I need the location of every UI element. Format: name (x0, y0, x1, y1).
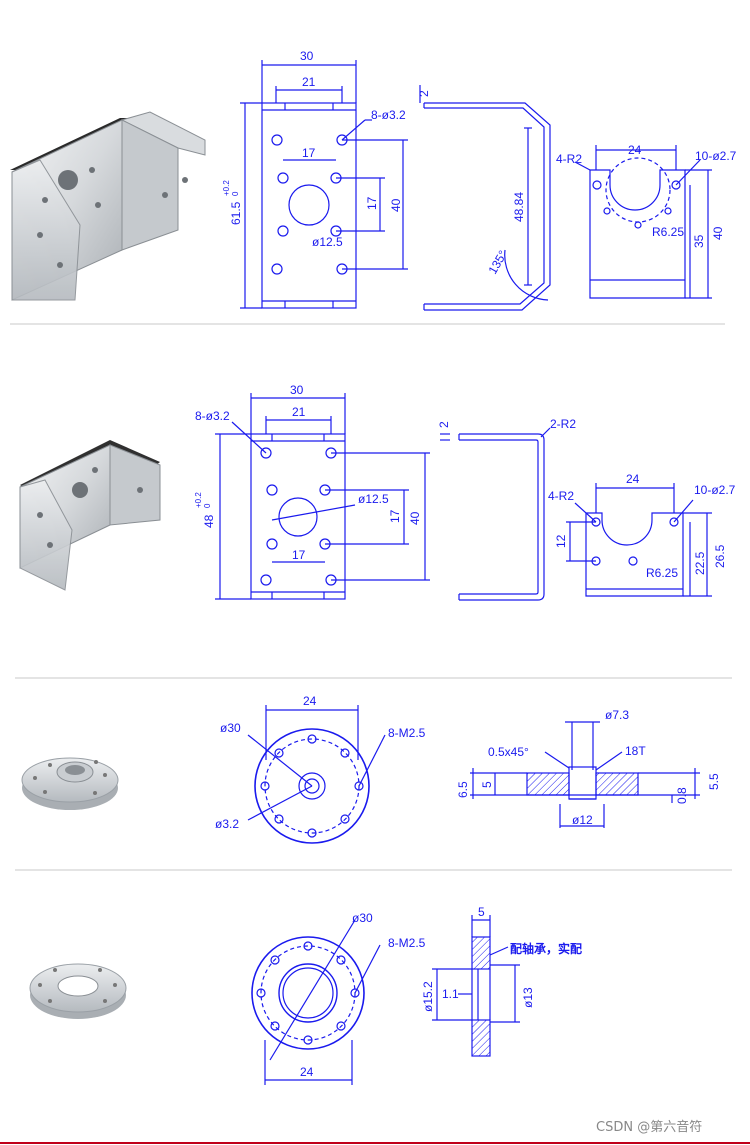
hub-photo-2 (29, 963, 127, 1019)
dim-40-r: 40 (711, 226, 725, 240)
dim-40-2: 40 (408, 511, 422, 525)
watermark: CSDN @第六音符 (596, 1119, 702, 1135)
dim-17-v: 17 (365, 196, 379, 210)
label-m2-5-3: 8-M2.5 (388, 726, 426, 740)
side-view-2 (440, 427, 551, 601)
dim-24-4: 24 (300, 1065, 314, 1079)
tol-up-1: +0.2 (222, 180, 231, 196)
tol-low-2: 0 (203, 503, 212, 508)
label-bore-2: ø12.5 (358, 492, 389, 506)
dim-30-2: 30 (290, 383, 304, 397)
dim-24-1: 24 (628, 143, 642, 157)
label-slot-2: 4-R2 (548, 489, 574, 503)
dim-17-v-2: 17 (388, 509, 402, 523)
label-holes-2: 8-ø3.2 (195, 409, 230, 423)
dim-22-5: 22.5 (693, 551, 707, 575)
dim-24-3: 24 (303, 694, 317, 708)
dim-d13: ø13 (521, 987, 535, 1008)
flange-top-view (251, 919, 381, 1085)
dim-1-1: 1.1 (442, 987, 459, 1001)
right-view-2 (566, 483, 712, 597)
dim-26-5: 26.5 (713, 544, 727, 568)
dim-35: 35 (692, 234, 706, 248)
front-view-1 (240, 60, 408, 309)
label-bore: ø12.5 (312, 235, 343, 249)
label-r6-25-1: R6.25 (652, 225, 684, 239)
dim-thickness-2: 2 (437, 421, 451, 428)
label-18t: 18T (625, 744, 646, 758)
dim-d12: ø12 (572, 813, 593, 827)
label-m2-5-4: 8-M2.5 (388, 936, 426, 950)
label-holes: 8-ø3.2 (371, 108, 406, 122)
flange-section-view (432, 915, 520, 1057)
tol-low-1: 0 (231, 191, 240, 196)
label-bearing-note: 配轴承，实配 (510, 941, 582, 956)
label-d30-4: ø30 (352, 911, 373, 925)
dim-30: 30 (300, 49, 314, 63)
dim-48-84: 48.84 (512, 192, 526, 222)
dim-24-2: 24 (626, 472, 640, 486)
tol-up-2: +0.2 (194, 492, 203, 508)
dim-thickness-1: 2 (417, 90, 431, 97)
dim-21: 21 (302, 75, 316, 89)
bracket-photo-1 (10, 111, 206, 301)
section-2: 30 21 8-ø3.2 ø12.5 17 40 17 48 +0.2 0 2 … (19, 383, 736, 601)
dim-d7-3: ø7.3 (605, 708, 629, 722)
hub-section-view (470, 721, 700, 828)
dim-48: 48 (202, 514, 216, 528)
dim-17-h-2: 17 (292, 548, 306, 562)
dim-12: 12 (554, 534, 568, 548)
dim-d15-2: ø15.2 (421, 981, 435, 1012)
label-r6-25-2: R6.25 (646, 566, 678, 580)
dim-17-h: 17 (302, 146, 316, 160)
dim-61-5: 61.5 (229, 201, 243, 225)
dim-40: 40 (389, 198, 403, 212)
front-view-2 (215, 393, 430, 600)
section-1: 30 21 8-ø3.2 17 17 40 ø12.5 61.5 +0.2 0 … (10, 49, 737, 311)
dim-21-2: 21 (292, 405, 306, 419)
section-4: ø30 8-M2.5 24 5 配轴承，实配 ø15.2 1.1 ø13 (29, 905, 582, 1085)
label-hub-holes-2: 10-ø2.7 (694, 483, 736, 497)
label-d3-2: ø3.2 (215, 817, 239, 831)
dim-5-4: 5 (478, 905, 485, 919)
dim-5-3: 5 (480, 781, 494, 788)
dim-5-5: 5.5 (707, 773, 721, 790)
dim-0-8: 0.8 (675, 787, 689, 804)
dim-6-5: 6.5 (456, 781, 470, 798)
hub-top-view (247, 705, 386, 844)
label-hub-holes-1: 10-ø2.7 (695, 149, 737, 163)
bracket-photo-2 (19, 440, 161, 591)
section-3: 24 ø30 8-M2.5 ø3.2 ø7.3 0.5x45° (21, 694, 721, 844)
hub-photo-1 (21, 757, 119, 810)
right-view-1 (574, 145, 712, 299)
side-view-1 (419, 85, 551, 311)
label-bend: 2-R2 (550, 417, 576, 431)
label-slot-1: 4-R2 (556, 152, 582, 166)
dim-135: 135° (485, 248, 510, 277)
label-chamfer: 0.5x45° (488, 745, 529, 759)
label-d30-3: ø30 (220, 721, 241, 735)
